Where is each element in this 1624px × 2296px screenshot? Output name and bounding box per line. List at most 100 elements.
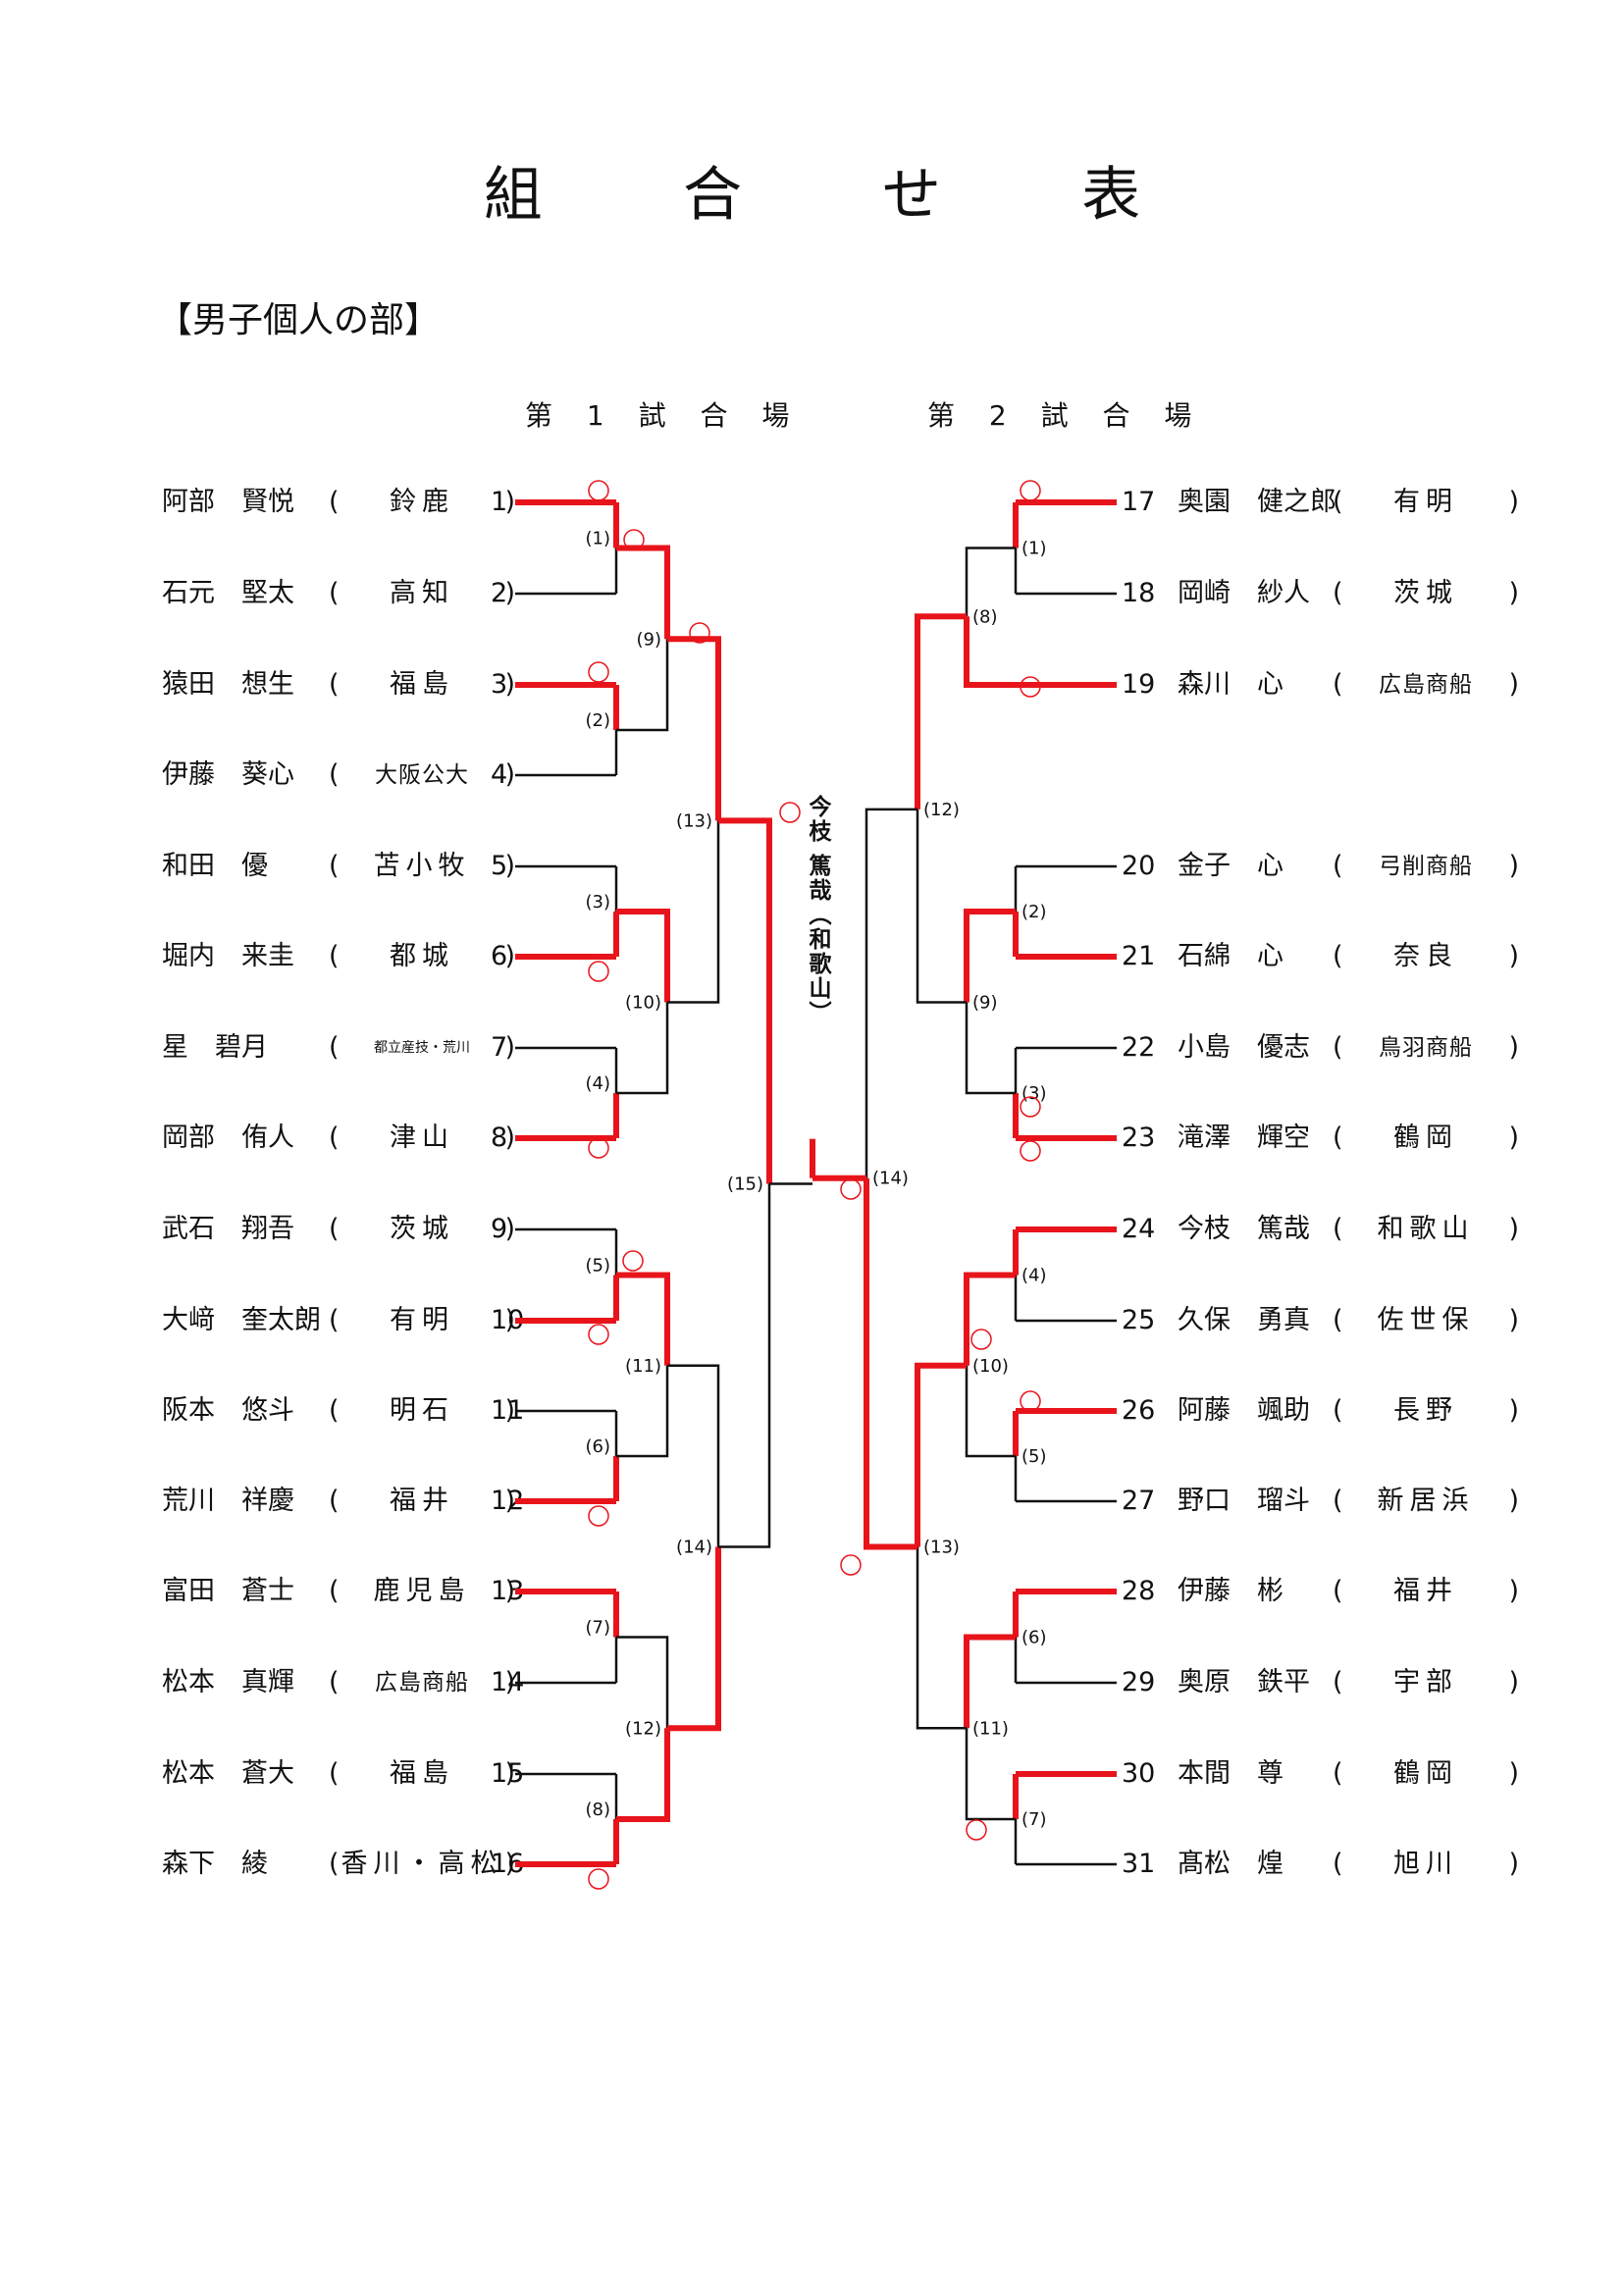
- player-row: 26(長野)阿藤 颯助: [0, 1391, 1624, 1431]
- school-name: 津山: [390, 1122, 454, 1153]
- match-number: (4): [586, 1073, 611, 1094]
- winning-path-line: [667, 636, 721, 821]
- player-school: (奈良): [1333, 937, 1519, 976]
- player-name: 荒川 祥慶: [162, 1486, 294, 1516]
- match-number: (11): [625, 1356, 661, 1377]
- match-number: (2): [1022, 902, 1047, 922]
- school-name: 奈良: [1393, 941, 1458, 971]
- close-paren: ): [504, 1032, 515, 1063]
- page-title: 組 合 せ 表: [483, 161, 1202, 230]
- open-paren: (: [1333, 1576, 1343, 1606]
- bracket-line: [916, 1546, 967, 1730]
- player-name: 髙松 煌: [1178, 1849, 1283, 1879]
- school-name: 宇部: [1393, 1667, 1458, 1697]
- player-row: 29(宇部)奥原 鉄平: [0, 1663, 1624, 1702]
- player-number: 4: [491, 759, 508, 790]
- match-number: (8): [972, 606, 998, 627]
- open-paren: (: [1333, 1032, 1343, 1063]
- player-row: 石元 堅太(高知)2: [0, 574, 1624, 613]
- school-name: 広島商船: [1379, 672, 1473, 698]
- player-school: (弓削商船): [1333, 847, 1519, 886]
- player-school: (旭川): [1333, 1845, 1519, 1884]
- player-number: 9: [491, 1214, 508, 1244]
- winning-path-line: [616, 545, 670, 640]
- match-number: (4): [1022, 1266, 1047, 1286]
- player-name: 金子 心: [1178, 851, 1283, 881]
- school-name: 茨城: [1393, 578, 1458, 608]
- winning-path-line: [964, 616, 1117, 688]
- point-marker: [779, 802, 801, 823]
- close-paren: ): [1508, 1122, 1519, 1153]
- point-marker: [588, 1324, 609, 1345]
- school-name: 広島商船: [375, 1670, 469, 1696]
- close-paren: ): [504, 1576, 515, 1606]
- bracket-line: [864, 808, 917, 1178]
- open-paren: (: [329, 1032, 340, 1063]
- player-row: 22(鳥羽商船)小島 優志: [0, 1028, 1624, 1068]
- player-row: 31(旭川)髙松 煌: [0, 1845, 1624, 1884]
- close-paren: ): [1508, 1305, 1519, 1335]
- player-name: 久保 勇真: [1178, 1305, 1310, 1335]
- match-number: (11): [972, 1718, 1009, 1739]
- player-name: 武石 翔吾: [162, 1214, 294, 1244]
- player-name: 今枝 篤哉: [1178, 1214, 1310, 1244]
- school-name: 明石: [390, 1395, 454, 1426]
- player-school: (福島): [329, 665, 515, 704]
- open-paren: (: [329, 1486, 340, 1516]
- close-paren: ): [504, 759, 515, 790]
- close-paren: ): [504, 941, 515, 971]
- player-number: 26: [1122, 1395, 1156, 1426]
- player-school: (都城): [329, 937, 515, 976]
- venue-1-label: 第 1 試 合 場: [525, 399, 803, 432]
- player-school: (都立産技・荒川): [329, 1028, 515, 1068]
- point-marker: [840, 1554, 862, 1576]
- bracket-line: [616, 1636, 669, 1729]
- player-name: 大﨑 奎太朗: [162, 1305, 321, 1335]
- match-number: (7): [586, 1618, 611, 1639]
- school-name: 香川・高松: [341, 1849, 503, 1879]
- player-row: 24(和歌山)今枝 篤哉: [0, 1210, 1624, 1249]
- close-paren: ): [504, 1486, 515, 1516]
- player-row: 猿田 想生(福島)3: [0, 665, 1624, 704]
- player-name: 石元 堅太: [162, 578, 294, 608]
- player-school: (鈴鹿): [329, 483, 515, 522]
- winning-path-line: [864, 1177, 917, 1550]
- player-school: (鶴岡): [1333, 1119, 1519, 1158]
- open-paren: (: [329, 1758, 340, 1789]
- open-paren: (: [329, 1122, 340, 1153]
- player-school: (鶴岡): [1333, 1754, 1519, 1794]
- player-name: 岡部 侑人: [162, 1122, 294, 1153]
- player-row: 27(新居浜)野口 瑠斗: [0, 1482, 1624, 1521]
- school-name: 長野: [1393, 1395, 1458, 1426]
- bracket-line: [965, 1728, 1016, 1821]
- close-paren: ): [504, 1305, 515, 1335]
- close-paren: ): [1508, 487, 1519, 517]
- player-number: 8: [491, 1122, 508, 1153]
- school-name: 新居浜: [1377, 1486, 1475, 1516]
- open-paren: (: [1333, 487, 1343, 517]
- close-paren: ): [504, 1395, 515, 1426]
- winning-path-line: [616, 1728, 670, 1822]
- point-marker: [970, 1329, 992, 1350]
- player-name: 松本 真輝: [162, 1667, 294, 1697]
- venue-2-label: 第 2 試 合 場: [927, 399, 1205, 432]
- player-row: 星 碧月(都立産技・荒川)7: [0, 1028, 1624, 1068]
- player-school: (長野): [1333, 1391, 1519, 1431]
- player-school: (福島): [329, 1754, 515, 1794]
- school-name: 鹿児島: [373, 1576, 471, 1606]
- school-name: 鈴鹿: [390, 487, 454, 517]
- winning-path-line: [667, 1546, 721, 1732]
- player-row: 30(鶴岡)本間 尊: [0, 1754, 1624, 1794]
- point-marker: [1020, 1390, 1041, 1412]
- open-paren: (: [329, 1667, 340, 1697]
- player-school: (和歌山): [1333, 1210, 1519, 1249]
- open-paren: (: [329, 487, 340, 517]
- player-name: 伊藤 彬: [1178, 1576, 1283, 1606]
- bracket-line: [616, 1002, 669, 1095]
- close-paren: ): [1508, 1849, 1519, 1879]
- winning-path-line: [718, 817, 772, 1184]
- match-number: (9): [637, 629, 662, 650]
- player-row: 松本 蒼大(福島)15: [0, 1754, 1624, 1794]
- winning-path-line: [964, 1272, 1016, 1366]
- winning-path-line: [616, 909, 670, 1003]
